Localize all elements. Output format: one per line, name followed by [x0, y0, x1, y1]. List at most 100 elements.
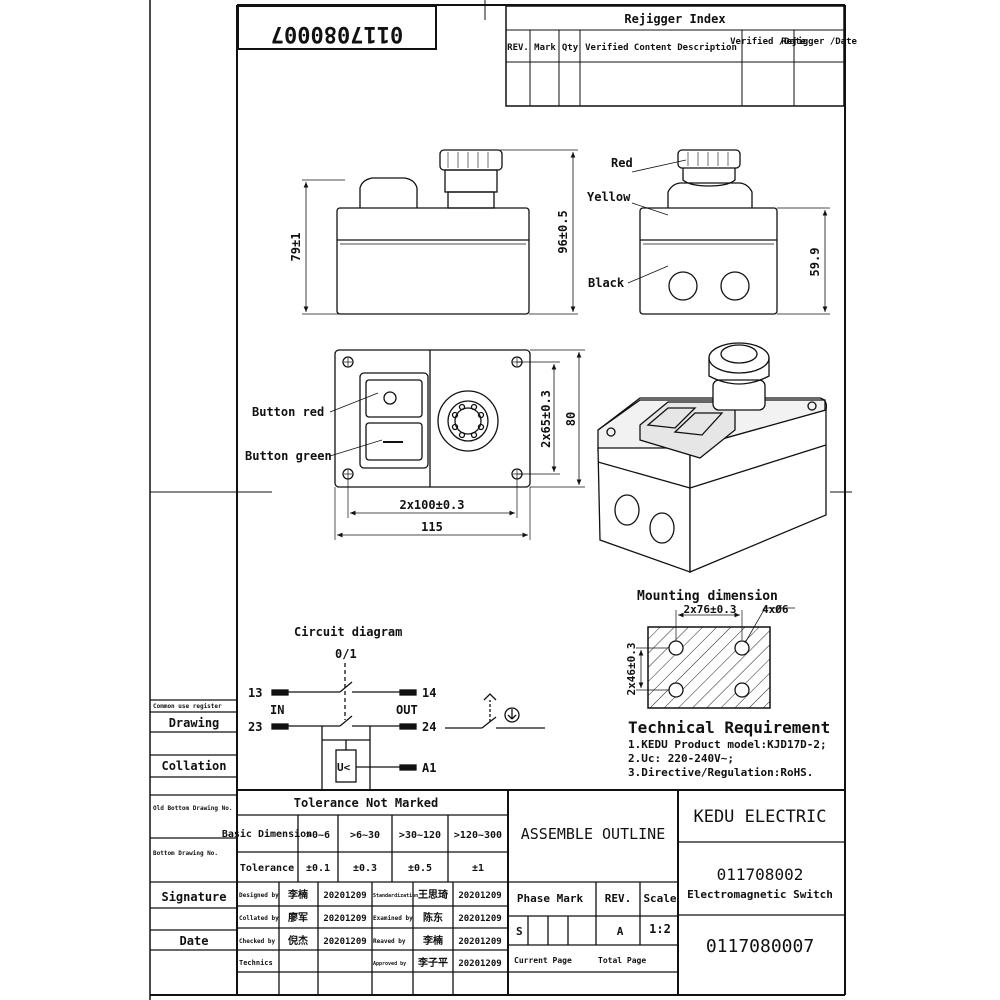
left-strip-grid: [150, 699, 237, 951]
tolerance-range-1: >0~6: [306, 830, 330, 841]
sig-name2-2: 陈东: [423, 911, 443, 924]
tolerance-basic-dimension: Basic Dimension: [222, 828, 312, 840]
top-view: [329, 349, 585, 540]
mounting-dimension: [636, 607, 795, 709]
scale-value: 1:2: [649, 922, 671, 936]
rev-label: REV.: [605, 892, 632, 905]
sig-date2-2: 20201209: [458, 914, 501, 924]
rev-value: A: [617, 925, 624, 938]
current-page-label: Current Page: [514, 956, 572, 965]
side-label-red: Red: [611, 156, 633, 170]
sig-name-2: 廖军: [288, 911, 308, 924]
top-vertical-dimension: 2x65±0.3: [539, 390, 553, 448]
part-number: 011708002: [717, 865, 804, 884]
scale-label: Scale: [643, 892, 676, 905]
technical-line-3: 3.Directive/Regulation:RoHS.: [628, 766, 813, 779]
circuit-out-label: OUT: [396, 703, 418, 717]
side-label-yellow: Yellow: [587, 190, 631, 204]
side-label-black: Black: [588, 276, 625, 290]
sig-role2-4: Approved by: [373, 961, 406, 967]
sig-role2-1: Standardization: [373, 893, 418, 899]
sig-role-4: Technics: [239, 959, 273, 967]
left-old-bottom-drawing: Old Bottom Drawing No.: [153, 805, 232, 812]
isometric-view: [597, 342, 828, 573]
sig-name2-3: 李楠: [422, 934, 443, 947]
drawing-number: 0117080007: [706, 936, 814, 957]
left-drawing: Drawing: [169, 716, 220, 730]
top-label-button-red: Button red: [252, 405, 324, 419]
sig-date-3: 20201209: [323, 937, 366, 947]
circuit-switch-label: 0/1: [335, 647, 357, 661]
total-page-label: Total Page: [598, 956, 646, 965]
company-name: KEDU ELECTRIC: [693, 807, 826, 827]
circuit-terminal-14: 14: [422, 686, 436, 700]
top-horizontal-dimension: 2x100±0.3: [399, 498, 464, 512]
tolerance-value-1: ±0.1: [306, 863, 330, 874]
sig-role-3: Checked by: [239, 938, 276, 945]
sig-role-2: Collated by: [239, 915, 279, 922]
front-height-dimension: 79±1: [289, 233, 303, 262]
left-bottom-drawing: Bottom Drawing No.: [153, 850, 218, 857]
circuit-title: Circuit diagram: [294, 625, 402, 639]
signature-rows: Designed by 李楠 20201209 Standardization …: [239, 888, 502, 969]
top-height-dimension: 80: [564, 412, 578, 426]
rejigger-col-qty: Qty: [562, 43, 579, 53]
sig-name-3: 倪杰: [288, 934, 308, 947]
technical-line-2: 2.Uc: 220-240V~;: [628, 752, 734, 765]
tolerance-range-3: >30~120: [399, 830, 441, 841]
left-date: Date: [180, 934, 209, 948]
side-height-dimension: 59.9: [808, 248, 822, 277]
sig-name-1: 李楠: [287, 888, 308, 901]
tolerance-label: Tolerance: [240, 863, 294, 874]
left-collation: Collation: [161, 759, 226, 773]
sig-date-1: 20201209: [323, 891, 366, 901]
circuit-diagram: [271, 663, 545, 791]
sig-date2-4: 20201209: [458, 959, 501, 969]
front-view: [302, 149, 578, 315]
tolerance-title: Tolerance Not Marked: [294, 796, 439, 810]
left-signature: Signature: [161, 890, 226, 904]
sig-date2-1: 20201209: [458, 891, 501, 901]
circuit-coil-label: U<: [337, 761, 351, 774]
sig-role2-3: Reaved by: [373, 938, 406, 945]
circuit-terminal-23: 23: [248, 720, 262, 734]
rejigger-col-rev: REV.: [507, 43, 529, 53]
assemble-outline: ASSEMBLE OUTLINE: [521, 825, 666, 843]
rotated-number-box: 0117080007: [237, 5, 437, 50]
sig-name2-1: 王思琦: [418, 888, 448, 901]
mounting-title: Mounting dimension: [637, 589, 778, 604]
circuit-terminal-24: 24: [422, 720, 436, 734]
rejigger-index-table: [505, 5, 845, 107]
left-common-use-register: Common use register: [153, 703, 222, 710]
rejigger-index-title: Rejigger Index: [624, 12, 725, 26]
tolerance-range-4: >120~300: [454, 830, 502, 841]
rotated-drawing-number: 0117080007: [271, 21, 403, 46]
circuit-in-label: IN: [270, 703, 284, 717]
rejigger-col-verified: Verified /Date: [730, 36, 806, 47]
front-total-dimension: 96±0.5: [556, 210, 570, 253]
rejigger-col-description: Verified Content Description: [585, 42, 737, 53]
technical-line-1: 1.KEDU Product model:KJD17D-2;: [628, 738, 827, 751]
sig-role-1: Designed by: [239, 892, 279, 899]
title-block-grid: [237, 789, 845, 995]
sig-name2-4: 李子平: [417, 956, 448, 969]
top-width-dimension: 115: [421, 520, 443, 534]
mounting-h-dimension: 2x76±0.3: [684, 603, 737, 616]
tolerance-value-3: ±0.5: [408, 863, 432, 874]
circuit-terminal-13: 13: [248, 686, 262, 700]
circuit-terminal-a1: A1: [422, 761, 436, 775]
sig-date-2: 20201209: [323, 914, 366, 924]
rejigger-col-rejigger: Rejigger /Date: [781, 36, 857, 47]
mounting-v-dimension: 2x46±0.3: [625, 643, 638, 696]
mounting-hole-dimension: 4xØ6: [762, 603, 789, 616]
sig-role2-2: Examined by: [373, 915, 413, 922]
sig-date2-3: 20201209: [458, 937, 501, 947]
tolerance-value-4: ±1: [472, 863, 484, 874]
phase-mark-label: Phase Mark: [517, 892, 584, 905]
part-name: Electromagnetic Switch: [687, 888, 833, 901]
tolerance-value-2: ±0.3: [353, 863, 377, 874]
tolerance-range-2: >6~30: [350, 830, 380, 841]
top-label-button-green: Button green: [245, 449, 332, 463]
phase-value: S: [516, 925, 523, 938]
